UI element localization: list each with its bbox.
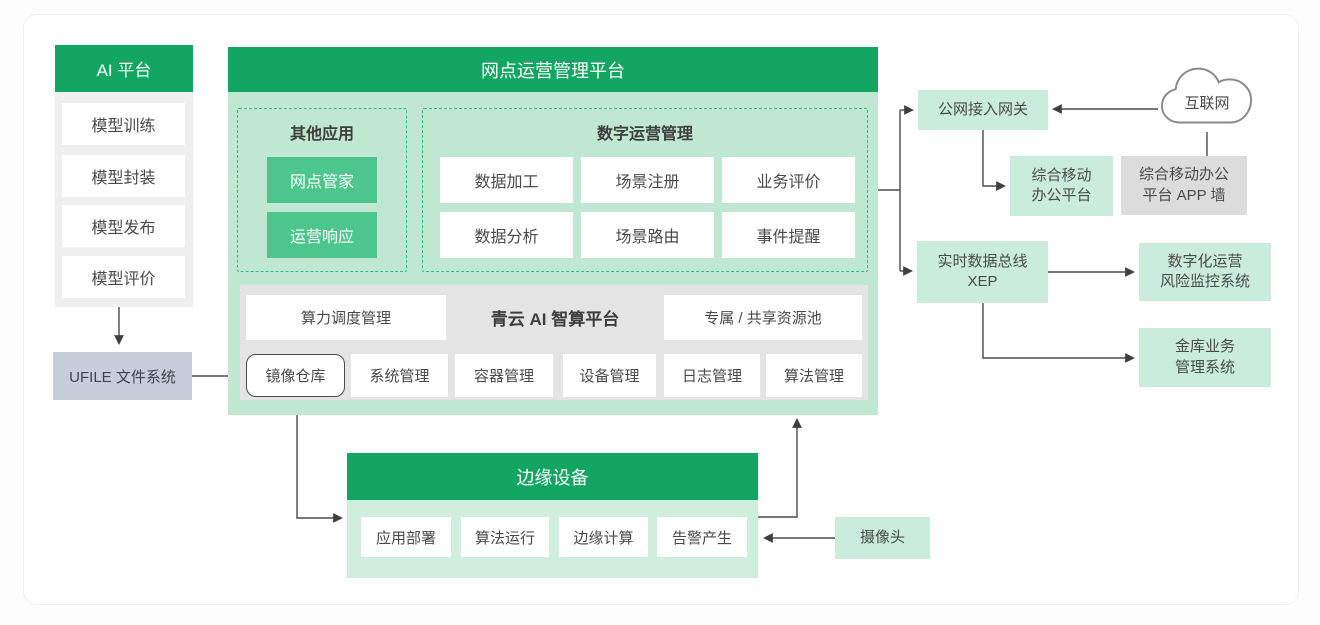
module-container-mgmt: 容器管理	[455, 354, 553, 397]
ai-item-model-training: 模型训练	[62, 103, 185, 145]
ufile-file-system: UFILE 文件系统	[53, 352, 192, 400]
qingyun-platform-title: 青云 AI 智算平台	[490, 310, 620, 329]
other-apps-title: 其他应用	[289, 126, 354, 143]
digital-ops-group: 数字运营管理	[422, 108, 868, 272]
dedicated-shared-resource-pool: 专属 / 共享资源池	[664, 295, 862, 340]
module-log-mgmt: 日志管理	[664, 354, 760, 397]
internet-label: 互联网	[1184, 95, 1230, 112]
module-algorithm-mgmt: 算法管理	[766, 354, 862, 397]
module-device-mgmt: 设备管理	[563, 354, 656, 397]
mobile-office-platform: 综合移动 办公平台	[1010, 156, 1113, 216]
ai-item-model-release: 模型发布	[62, 205, 185, 247]
compute-scheduling-mgmt: 算力调度管理	[246, 295, 446, 340]
other-apps-group: 其他应用	[237, 108, 407, 272]
ops-scene-registration: 场景注册	[581, 157, 714, 203]
digital-ops-risk-monitor-system: 数字化运营 风险监控系统	[1139, 243, 1271, 301]
mobile-office-app-wall: 综合移动办公 平台 APP 墙	[1121, 156, 1247, 215]
ops-event-reminder: 事件提醒	[722, 212, 855, 258]
internet-cloud: 互联网	[1160, 62, 1254, 134]
ops-data-processing: 数据加工	[440, 157, 573, 203]
ops-data-analysis: 数据分析	[440, 212, 573, 258]
vault-business-mgmt-system: 金库业务 管理系统	[1139, 328, 1271, 387]
edge-device-header: 边缘设备	[347, 453, 758, 500]
realtime-data-bus-xep: 实时数据总线 XEP	[917, 241, 1048, 303]
edge-alarm-generation: 告警产生	[657, 517, 747, 557]
chip-branch-butler: 网点管家	[267, 157, 377, 203]
edge-app-deploy: 应用部署	[361, 517, 451, 557]
digital-ops-title: 数字运营管理	[596, 126, 693, 143]
module-system-mgmt: 系统管理	[351, 354, 448, 397]
ai-item-model-evaluation: 模型评价	[62, 256, 185, 298]
cloud-icon	[1160, 67, 1253, 124]
branch-operation-platform-header: 网点运营管理平台	[228, 47, 878, 92]
ai-item-model-packaging: 模型封装	[62, 155, 185, 197]
chip-operation-response: 运营响应	[267, 212, 377, 258]
public-network-gateway: 公网接入网关	[918, 90, 1048, 130]
ai-platform-header: AI 平台	[55, 45, 193, 92]
camera: 摄像头	[835, 517, 930, 559]
ops-business-evaluation: 业务评价	[722, 157, 855, 203]
edge-computing: 边缘计算	[559, 517, 648, 557]
edge-algorithm-run: 算法运行	[461, 517, 549, 557]
ops-scene-routing: 场景路由	[581, 212, 714, 258]
module-mirror-repo: 镜像仓库	[246, 354, 345, 397]
